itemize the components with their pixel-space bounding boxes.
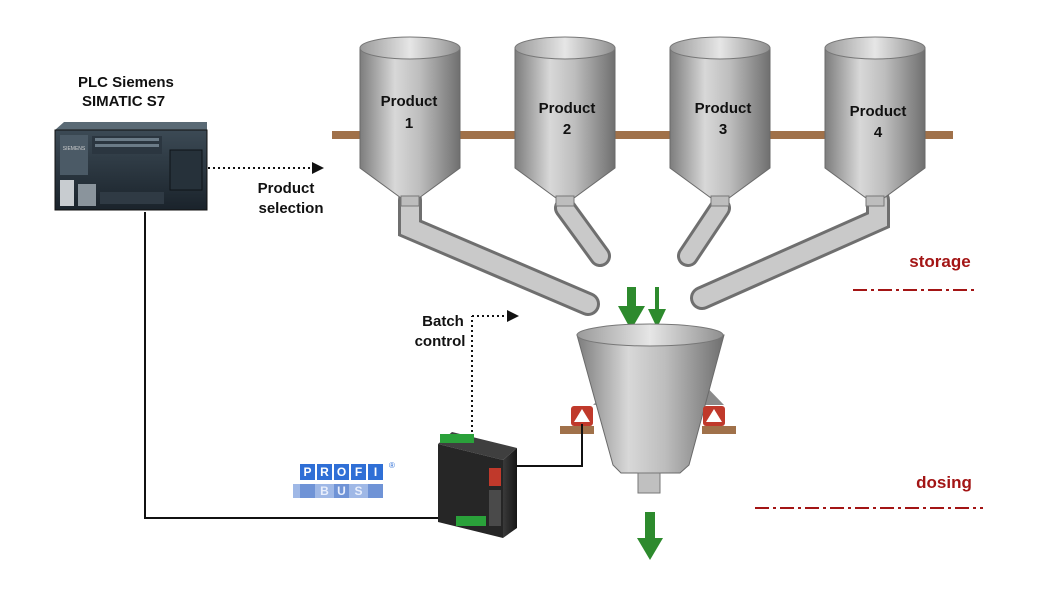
silo-3[interactable] [642,36,798,207]
product-selection-arrow [208,162,324,174]
batch-control-arrow [471,310,519,442]
batch-control-label-line2: control [415,333,466,350]
dosing-zone-label: dosing [916,473,972,492]
silo-3-right-bracket [766,131,798,139]
profibus-letter-r: R [320,465,329,479]
silo-2[interactable] [487,36,643,207]
plc-front-text: SIEMENS [63,146,86,152]
profibus-letter-f: F [355,465,362,479]
silo-3-label-line2: 3 [719,121,727,138]
profibus-letter-p: P [303,465,311,479]
silo-1-left-bracket [332,131,364,139]
storage-zone-label: storage [909,252,970,271]
weighing-controller-device[interactable] [438,432,517,538]
silo-1-right-bracket [456,131,488,139]
device-loadcell-cable [517,424,583,467]
plc-label-line2: SIMATIC S7 [82,93,165,110]
silo-2-left-bracket [487,131,519,139]
profibus-registered-mark: ® [389,461,395,470]
silo-4-label-line1: Product [850,103,907,120]
dosing-hopper[interactable] [560,323,736,494]
product-selection-label-line2: selection [258,200,323,217]
silo-3-label-line1: Product [695,100,752,117]
silo-1[interactable] [332,36,488,207]
silo-2-right-bracket [611,131,643,139]
silo-3-left-bracket [642,131,674,139]
profibus-bus-letter-u: U [337,484,346,498]
profibus-letter-i: I [374,465,377,479]
plc-unit[interactable]: SIEMENS [54,122,208,211]
silo-4[interactable] [797,36,953,207]
silo-4-label-line2: 4 [874,124,883,141]
product-selection-label-line1: Product [258,180,315,197]
batch-control-label-line1: Batch [422,313,464,330]
silo-4-right-bracket [921,131,953,139]
profibus-logo: P R O F I ® B U S [293,461,395,498]
inflow-arrows [618,287,666,330]
plc-device-cable [144,212,462,519]
profibus-letter-o: O [337,465,346,479]
hopper-left-bracket [560,426,594,434]
plc-label-line1: PLC Siemens [78,74,174,91]
profibus-bus-letter-s: S [354,484,362,498]
silo-2-label-line2: 2 [563,121,571,138]
outflow-arrow [637,512,663,560]
silo-2-label-line1: Product [539,100,596,117]
profibus-bus-letter-b: B [320,484,329,498]
load-cell-icon [571,406,725,426]
feed-pipes [398,188,890,316]
silo-1-label-line2: 1 [405,115,413,132]
silo-4-left-bracket [797,131,829,139]
silo-1-label-line1: Product [381,93,438,110]
hopper-right-bracket [702,426,736,434]
